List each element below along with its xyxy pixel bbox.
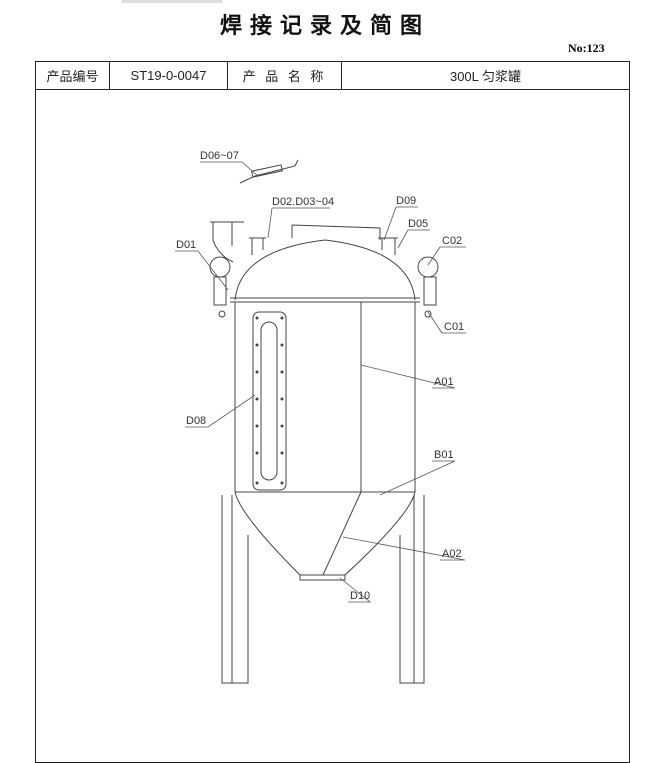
label-d06-07: D06~07 [200, 150, 239, 162]
tank-cone [234, 491, 416, 576]
label-b01: B01 [434, 449, 454, 461]
product-code-label: 产品编号 [35, 61, 110, 90]
label-d09: D09 [396, 195, 416, 207]
product-code-value: ST19-0-0047 [109, 61, 228, 90]
label-d08: D08 [186, 415, 206, 427]
label-d01: D01 [176, 239, 196, 251]
product-name-label: 产 品 名 称 [227, 61, 342, 90]
label-d10: D10 [350, 590, 370, 602]
label-c01: C01 [444, 321, 464, 333]
label-a01: A01 [434, 376, 454, 388]
tank-top-head [234, 239, 416, 301]
label-d05: D05 [408, 218, 428, 230]
page-title: 焊接记录及简图 [219, 13, 430, 39]
leg-right [399, 495, 425, 684]
detail-d06-07 [239, 159, 299, 184]
product-name-value: 300L 匀浆罐 [341, 61, 630, 90]
tank-shell [234, 302, 416, 493]
label-c02: C02 [442, 235, 462, 247]
faint-header-mark [122, 0, 222, 3]
label-d02-d03-04: D02.D03~04 [272, 196, 334, 208]
product-info-table: 产品编号 ST19-0-0047 产 品 名 称 300L 匀浆罐 [35, 61, 630, 90]
leg-left [221, 495, 249, 684]
sight-glass [252, 311, 287, 491]
label-a02: A02 [442, 548, 462, 560]
record-number: No:123 [568, 41, 605, 55]
